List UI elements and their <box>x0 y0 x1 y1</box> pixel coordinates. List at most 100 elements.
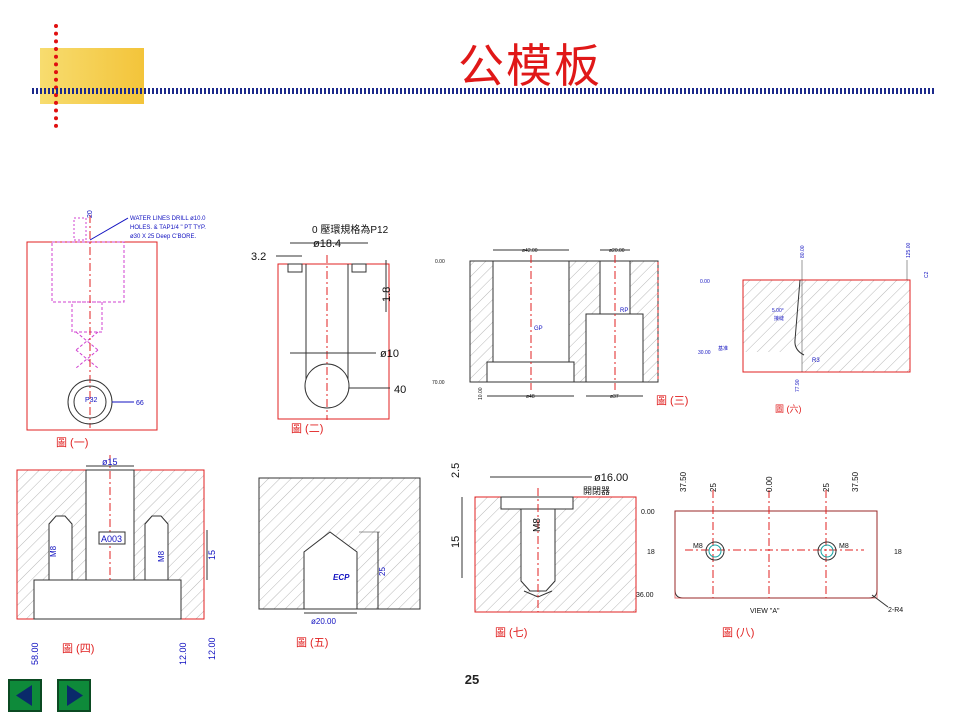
fig6-caption: 圖 (六) <box>775 403 802 414</box>
figure-4: ø15 A003 M8 M8 15 58.00 12.00 12.00 圖 (四… <box>16 455 217 665</box>
fig7-d25: 2.5 <box>450 463 462 478</box>
figure-8: 37.50 25 0.00 25 37.50 0.00 18 18 M8 M8 … <box>636 471 903 639</box>
fig8-m8-left: M8 <box>693 543 703 550</box>
fig5-dim25: 25 <box>378 567 387 576</box>
page-title: 公模板 <box>458 39 602 93</box>
fig4-left-screw <box>48 515 73 581</box>
fig4-m8-left: M8 <box>49 545 58 557</box>
fig5-caption: 圖 (五) <box>296 636 328 649</box>
fig1-right-dim: 66 <box>136 400 144 407</box>
next-slide-button[interactable] <box>57 679 91 712</box>
fig2-dim-18-4: ø18.4 <box>313 238 341 250</box>
fig8-caption: 圖 (八) <box>722 626 754 639</box>
fig1-drill-lines <box>75 331 99 369</box>
fig4-caption: 圖 (四) <box>62 642 94 655</box>
fig8-top-label-2: 25 <box>709 483 718 492</box>
fig2-dim-3-2: 3.2 <box>251 251 266 263</box>
fig8-hole-left <box>705 541 725 561</box>
fig6-r3: R3 <box>812 358 820 364</box>
fig6-part <box>795 280 910 372</box>
prev-slide-button[interactable] <box>8 679 42 712</box>
fig1-circle-label: P32 <box>85 397 98 404</box>
fig8-top-label-3: 0.00 <box>765 476 774 492</box>
fig7-d16: ø16.00 <box>594 472 628 484</box>
fig6-d125: 125.00 <box>906 242 912 258</box>
fig2-caption: 圖 (二) <box>291 422 323 435</box>
fig8-top-label-4: 25 <box>822 483 831 492</box>
fig6-outline <box>742 279 911 373</box>
fig4-dim15: 15 <box>207 550 217 560</box>
fig3-d48: ø48 <box>526 394 535 400</box>
fig6-eighty: 80.00 <box>800 245 806 258</box>
left-triangle-icon <box>16 685 32 706</box>
fig3-caption: 圖 (三) <box>656 394 688 407</box>
figure-5: 25 ECP ø20.00 圖 (五) <box>258 477 421 649</box>
right-triangle-icon <box>67 685 83 706</box>
fig2-left-notch <box>287 263 303 273</box>
fig4-m8-right: M8 <box>157 550 166 562</box>
fig7-counter: 開閉器 <box>583 486 610 496</box>
fig1-caption: 圖 (一) <box>56 436 88 449</box>
fig3-d20: ø20.00 <box>609 248 625 254</box>
fig8-top-label-1: 37.50 <box>679 471 688 492</box>
fig8-top-label-5: 37.50 <box>851 471 860 492</box>
fig4-b58: 58.00 <box>30 642 40 665</box>
fig4-b12b: 12.00 <box>207 637 217 660</box>
fig6-7790: 77.90 <box>795 379 801 392</box>
fig3-rp-label: RP <box>620 308 628 314</box>
header-blue-rule <box>32 88 936 94</box>
fig5-ejector <box>303 531 358 610</box>
fig8-r4-leader <box>871 594 889 608</box>
fig8-view: VIEW "A" <box>750 608 780 615</box>
fig4-d15: ø15 <box>102 457 118 467</box>
fig3-zero: 0.00 <box>435 259 445 265</box>
fig1-note-line-1: WATER LINES DRILL ø10.0 <box>130 216 206 222</box>
fig5-d20: ø20.00 <box>311 617 336 626</box>
fig6-thirty: 30.00 <box>698 350 711 356</box>
fig1-tap <box>71 301 103 333</box>
fig8-hole-right-inner <box>820 544 834 558</box>
fig7-caption: 圖 (七) <box>495 626 527 639</box>
fig6-note: 接縫 <box>774 315 784 322</box>
fig7-head <box>500 496 574 510</box>
fig8-18-left: 18 <box>647 549 655 556</box>
fig2-bottom-circle <box>304 363 350 409</box>
fig1-top-boss <box>73 217 87 241</box>
fig3-gp-label: GP <box>534 326 543 332</box>
fig5-label: ECP <box>333 573 350 582</box>
fig1-inner-circle <box>73 385 107 419</box>
fig3-seventy: 70.00 <box>432 380 445 386</box>
fig2-dim-1-8: 1.8 <box>381 287 393 302</box>
fig4-b12a: 12.00 <box>178 642 188 665</box>
figure-2: ø18.4 0 壓環規格為P12 3.2 1.8 ø10 40 圖 (二) <box>251 223 406 435</box>
fig6-zero: 0.00 <box>700 279 710 285</box>
fig8-r4: 2-R4 <box>888 607 903 614</box>
page-number: 25 <box>464 672 480 687</box>
fig8-36: 36.00 <box>636 592 654 599</box>
fig2-dim-40: 40 <box>394 384 406 396</box>
fig3-ten: 10.00 <box>478 387 484 400</box>
fig7-d15: 15 <box>450 536 462 548</box>
fig6-note2: 基准 <box>718 345 728 352</box>
fig7-shaft <box>520 508 556 592</box>
fig8-hole-left-inner <box>708 544 722 558</box>
fig1-top-dim: 20 <box>87 210 94 218</box>
fig4-base-pocket <box>33 579 182 620</box>
fig8-zero: 0.00 <box>641 509 655 516</box>
fig8-plate <box>674 510 878 599</box>
fig3-d37: ø37 <box>610 394 619 400</box>
fig8-hole-right <box>817 541 837 561</box>
figure-3: ø42.00 ø20.00 0.00 70.00 10.00 ø48 ø37 G… <box>432 248 688 407</box>
fig2-plate <box>277 263 390 420</box>
figure-1: P32 66 20 WATER LINES DRILL ø10.0 HOLES.… <box>26 210 206 449</box>
fig2-right-notch <box>351 263 367 273</box>
fig4-a003: A003 <box>101 534 122 544</box>
fig2-dim-10: ø10 <box>380 348 399 360</box>
fig2-top-note: 0 壓環規格為P12 <box>312 223 389 236</box>
fig8-red-outline <box>674 510 878 599</box>
fig8-18-right: 18 <box>894 549 902 556</box>
figure-6: 80.00 125.00 0.00 30.00 5.00° 接縫 基准 R3 C… <box>698 242 930 414</box>
fig4-a003-box <box>98 531 126 545</box>
fig1-note-leader <box>89 217 129 241</box>
